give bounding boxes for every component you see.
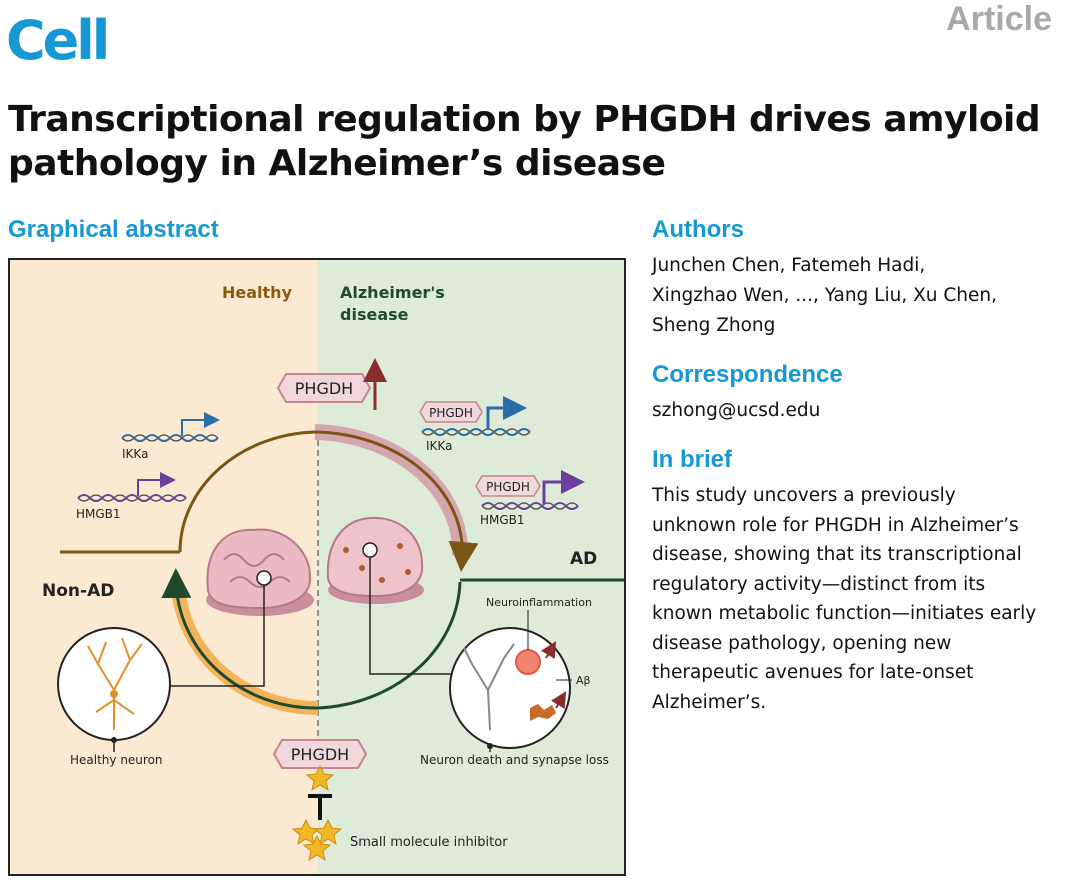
sidebar: Authors Junchen Chen, Fatemeh Hadi, Xing… (652, 218, 1062, 739)
correspondence-block: Correspondence szhong@ucsd.edu (652, 363, 1062, 426)
correspondence-email[interactable]: szhong@ucsd.edu (652, 400, 821, 421)
healthy-brain-illustration (168, 528, 314, 687)
ad-arc-bottom (317, 581, 462, 710)
authors-line: Xingzhao Wen, ..., Yang Liu, Xu Chen, (652, 285, 998, 306)
in-brief-line: disease, showing that its transcriptiona… (652, 544, 1022, 565)
in-brief-line: therapeutic avenues for late-onset (652, 662, 974, 683)
hmgb1-gene-ad: PHGDH HMGB1 (475, 470, 585, 527)
svg-text:PHGDH: PHGDH (291, 745, 349, 764)
svg-text:IKKa: IKKa (122, 447, 148, 461)
in-brief-line: known metabolic function—initiates early (652, 603, 1037, 624)
graphical-abstract-figure: Healthy Alzheimer's disease PHGDH Non-AD… (8, 258, 626, 876)
neuroinflammation-label: Neuroinflammation (486, 596, 592, 609)
phgdh-top-badge: PHGDH (276, 373, 372, 403)
progression-arrow (314, 430, 479, 572)
svg-text:PHGDH: PHGDH (486, 480, 530, 494)
ikka-gene-healthy: IKKa (121, 412, 220, 461)
ad-brain-illustration (326, 516, 452, 675)
healthy-arc-top (178, 430, 316, 553)
healthy-neuron-inset (57, 627, 171, 752)
ad-label-line2: disease (340, 305, 409, 324)
in-brief-text: This study uncovers a previously unknown… (652, 481, 1062, 717)
correspondence-heading: Correspondence (652, 361, 843, 388)
in-brief-line: regulatory activity—distinct from its (652, 573, 986, 595)
inhibitor-star-bound (305, 764, 335, 792)
ad-state-label: AD (570, 549, 597, 569)
article-type-label: Article (946, 0, 1052, 38)
healthy-neuron-label: Healthy neuron (70, 753, 163, 767)
abstract-diagram: Healthy Alzheimer's disease PHGDH Non-AD… (10, 260, 624, 874)
ad-neuron-inset (449, 610, 572, 752)
authors-list: Junchen Chen, Fatemeh Hadi, Xingzhao Wen… (652, 251, 1062, 341)
neuron-death-label: Neuron death and synapse loss (420, 753, 609, 767)
journal-logo: Cell (6, 9, 110, 72)
healthy-label: Healthy (222, 283, 293, 302)
svg-text:PHGDH: PHGDH (295, 379, 353, 398)
authors-line: Sheng Zhong (652, 315, 776, 336)
inhibitor-stars (291, 818, 343, 862)
svg-text:HMGB1: HMGB1 (76, 507, 121, 521)
in-brief-block: In brief This study uncovers a previousl… (652, 448, 1062, 717)
in-brief-heading: In brief (652, 446, 733, 473)
svg-text:IKKa: IKKa (426, 439, 452, 453)
in-brief-line: Alzheimer’s. (652, 691, 767, 713)
authors-heading: Authors (652, 216, 744, 243)
phgdh-bottom-badge: PHGDH (272, 739, 368, 769)
inhibitor-label: Small molecule inhibitor (350, 835, 508, 850)
abeta-label: Aβ (576, 674, 591, 687)
in-brief-line: disease pathology, opening new (652, 632, 952, 654)
non-ad-label: Non-AD (42, 581, 114, 601)
svg-text:HMGB1: HMGB1 (480, 513, 525, 527)
in-brief-line: unknown role for PHGDH in Alzheimer’s (652, 514, 1019, 536)
graphical-abstract-heading: Graphical abstract (8, 216, 219, 243)
authors-line: Junchen Chen, Fatemeh Hadi, (652, 255, 926, 276)
hmgb1-gene-healthy: HMGB1 (76, 472, 187, 521)
ad-label-line1: Alzheimer's (340, 283, 445, 302)
svg-text:PHGDH: PHGDH (429, 406, 473, 420)
in-brief-line: This study uncovers a previously (652, 485, 956, 506)
ikka-gene-ad: PHGDH IKKa (419, 396, 531, 453)
article-title: Transcriptional regulation by PHGDH driv… (8, 99, 1041, 184)
recovery-arrow (161, 568, 319, 710)
authors-block: Authors Junchen Chen, Fatemeh Hadi, Xing… (652, 218, 1062, 341)
